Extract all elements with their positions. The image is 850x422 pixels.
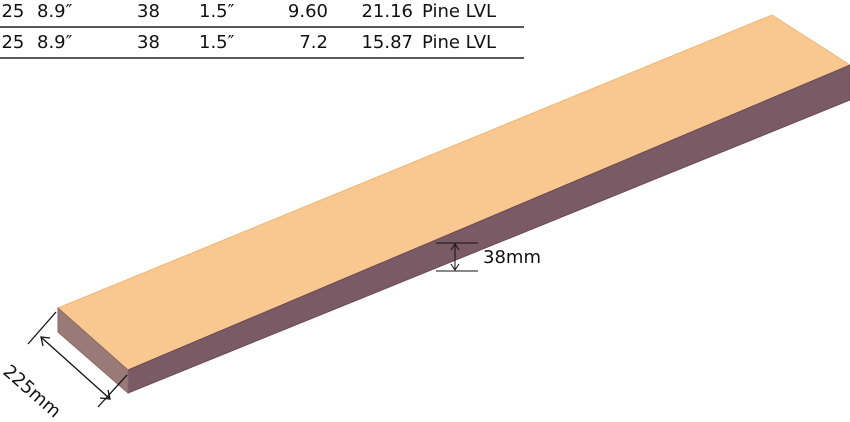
- material-cell: Pine LVL: [422, 1, 497, 22]
- value-2-cell: 21.16: [361, 1, 413, 22]
- thickness-in-cell: 1.5″: [199, 32, 235, 53]
- table-row: 225 8.9″ 38 1.5″ 9.60 21.16 Pine LVL: [0, 0, 524, 28]
- width-ext-line-start: [27, 311, 57, 345]
- beam-front-face: [127, 64, 850, 394]
- width-mm-cell: 225: [0, 1, 25, 22]
- table-row: 225 8.9″ 38 1.5″ 7.2 15.87 Pine LVL: [0, 28, 524, 59]
- thickness-label: 38mm: [483, 247, 541, 268]
- beam-top-face: [57, 14, 850, 371]
- beam-3d-view: [57, 14, 850, 395]
- value-1-cell: 7.2: [299, 32, 328, 53]
- width-label: 225mm: [0, 361, 65, 422]
- thickness-arrow-down: [450, 263, 460, 271]
- width-dimension-line: [41, 337, 110, 399]
- thickness-mm-cell: 38: [137, 1, 160, 22]
- value-1-cell: 9.60: [287, 1, 328, 22]
- width-arrow-start: [40, 336, 51, 347]
- beam-end-face: [57, 306, 129, 395]
- material-cell: Pine LVL: [422, 32, 497, 53]
- thickness-in-cell: 1.5″: [199, 1, 235, 22]
- width-dimension: [27, 311, 128, 408]
- value-2-cell: 15.87: [361, 32, 413, 53]
- width-ext-line-end: [97, 374, 128, 408]
- spec-table: 225 8.9″ 38 1.5″ 9.60 21.16 Pine LVL 225…: [0, 0, 524, 59]
- thickness-mm-cell: 38: [137, 32, 160, 53]
- width-arrow-end: [99, 389, 111, 400]
- thickness-dimension: [436, 242, 478, 272]
- width-mm-cell: 225: [0, 32, 25, 53]
- width-in-cell: 8.9″: [37, 32, 73, 53]
- width-in-cell: 8.9″: [37, 1, 73, 22]
- thickness-arrow-up: [450, 243, 460, 251]
